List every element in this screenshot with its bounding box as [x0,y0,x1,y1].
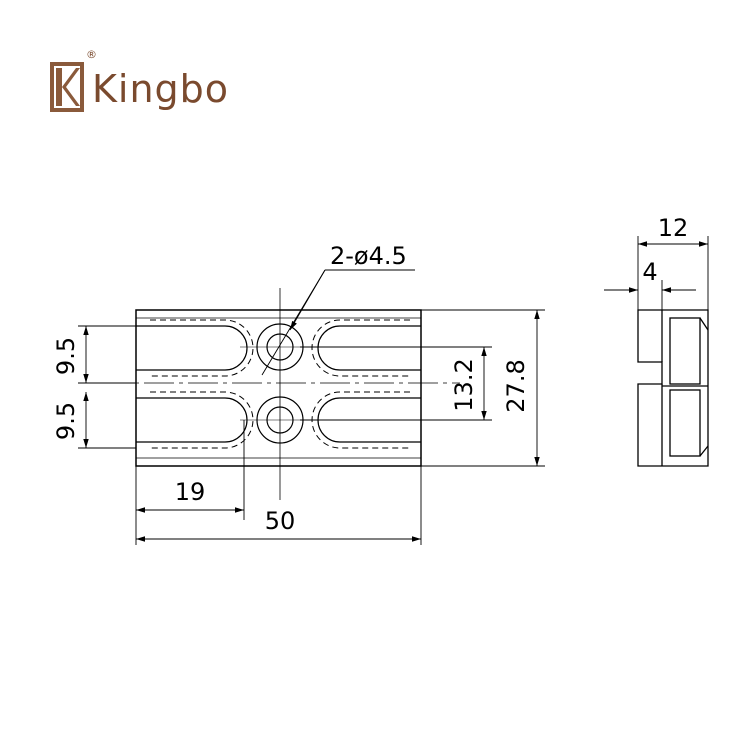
side-view-dimension-labels: 12 4 [642,214,688,286]
side-view [637,309,709,467]
registered-mark: ® [86,48,97,61]
front-view-dimension-labels: 2-ø4.5 9.5 9.5 13.2 27.8 19 50 [52,242,530,535]
slot-right-top [317,325,421,371]
side-view-dimensions [604,236,709,330]
front-view-outline [135,309,422,467]
dim-side-step: 4 [642,258,657,286]
dim-hole-spacing: 13.2 [450,358,478,411]
front-view [100,288,460,500]
dim-overall-height: 27.8 [502,359,530,412]
dim-hole-offset: 19 [175,478,206,506]
dim-hole-callout: 2-ø4.5 [330,242,407,270]
slot-left-top [136,325,248,371]
brand-name: Kingbo [92,67,230,111]
kingbo-logo-mark [50,62,84,112]
dim-pitch-top: 9.5 [52,337,80,375]
dim-side-width: 12 [658,214,689,242]
dim-pitch-bottom: 9.5 [52,402,80,440]
front-view-dimensions [78,269,545,545]
dim-overall-length: 50 [265,507,296,535]
slot-left-bottom [136,397,248,443]
side-view-outline [637,309,709,467]
